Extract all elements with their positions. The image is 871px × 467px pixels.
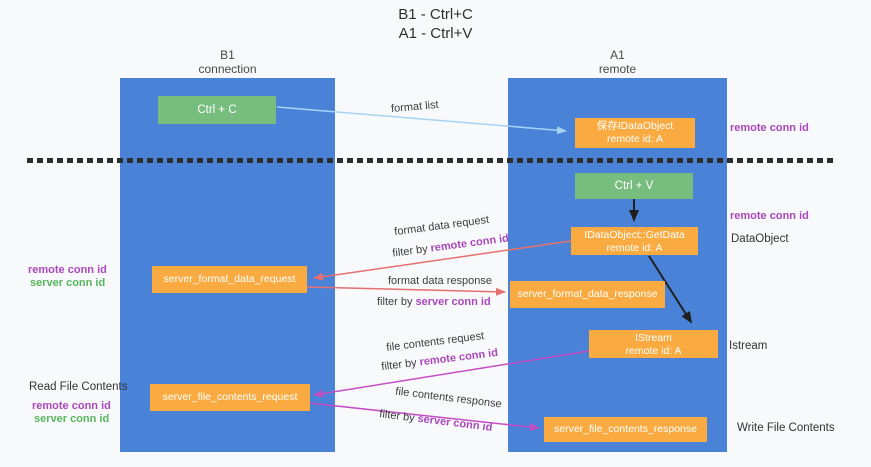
label-format-data-request: format data request	[393, 213, 490, 239]
node-server-format-data-response: server_format_data_response	[510, 281, 665, 308]
arrow-format-data-response	[306, 286, 506, 296]
node-ctrl-c: Ctrl + C	[158, 96, 276, 124]
node-ctrl-v: Ctrl + V	[575, 173, 693, 199]
label-remote-conn-id-left-top: remote conn id	[28, 264, 107, 276]
lane-header-a1: A1 remote	[508, 48, 727, 76]
label-read-file-contents: Read File Contents	[29, 381, 128, 393]
label-file-contents-response: file contents response	[394, 385, 503, 411]
label-server-conn-id-left-bottom: server conn id	[34, 413, 110, 425]
label-format-data-response: format data response	[388, 275, 492, 287]
label-dataobject: DataObject	[731, 233, 789, 245]
node-save-idataobject-line1: 保存IDataObject	[596, 120, 674, 132]
node-save-idataobject: 保存IDataObject remote id: A	[575, 118, 695, 148]
remote-conn-id-text: remote conn id	[429, 232, 510, 255]
node-server-file-contents-response: server_file_contents_response	[544, 417, 707, 442]
node-server-format-data-request: server_format_data_request	[152, 266, 307, 293]
remote-conn-id-text: remote conn id	[418, 346, 499, 369]
label-remote-conn-id-left-bottom: remote conn id	[32, 400, 111, 412]
node-idataobject-getdata: IDataObject::GetData remote id: A	[571, 227, 698, 255]
lane-header-b1: B1 connection	[120, 48, 335, 76]
node-save-idataobject-line2: remote id: A	[606, 133, 664, 145]
label-format-list: format list	[390, 98, 440, 116]
lane-a1-subtitle: remote	[598, 62, 637, 76]
node-istream-line1: IStream	[635, 332, 672, 344]
page-title: B1 - Ctrl+C A1 - Ctrl+V	[0, 5, 871, 43]
label-istream: Istream	[729, 340, 768, 352]
node-istream: IStream remote id: A	[589, 330, 718, 358]
label-filter-by-remote-conn-id-1: filter byremote conn id	[392, 232, 510, 259]
filter-by-text: filter by	[391, 243, 429, 260]
label-server-conn-id-left-top: server conn id	[30, 277, 106, 289]
dashed-separator-line	[27, 158, 833, 163]
node-getdata-line1: IDataObject::GetData	[584, 229, 685, 241]
label-remote-conn-id-right-top: remote conn id	[730, 122, 809, 134]
filter-by-text: filter by	[380, 356, 418, 374]
filter-by-text: filter by	[378, 408, 416, 425]
title-line-1: B1 - Ctrl+C	[398, 6, 473, 23]
node-getdata-line2: remote id: A	[606, 242, 663, 254]
label-write-file-contents: Write File Contents	[737, 422, 835, 434]
lane-a1-title: A1	[610, 48, 625, 62]
lane-b1-title: B1	[220, 48, 235, 62]
lane-b1-subtitle: connection	[198, 62, 257, 76]
filter-by-text: filter by	[377, 296, 413, 308]
server-conn-id-text: server conn id	[416, 412, 493, 434]
label-remote-conn-id-right-mid: remote conn id	[730, 210, 809, 222]
title-line-2: A1 - Ctrl+V	[398, 25, 473, 42]
node-istream-line2: remote id: A	[625, 345, 682, 357]
node-server-file-contents-request: server_file_contents_request	[150, 384, 310, 411]
server-conn-id-text: server conn id	[415, 296, 491, 308]
